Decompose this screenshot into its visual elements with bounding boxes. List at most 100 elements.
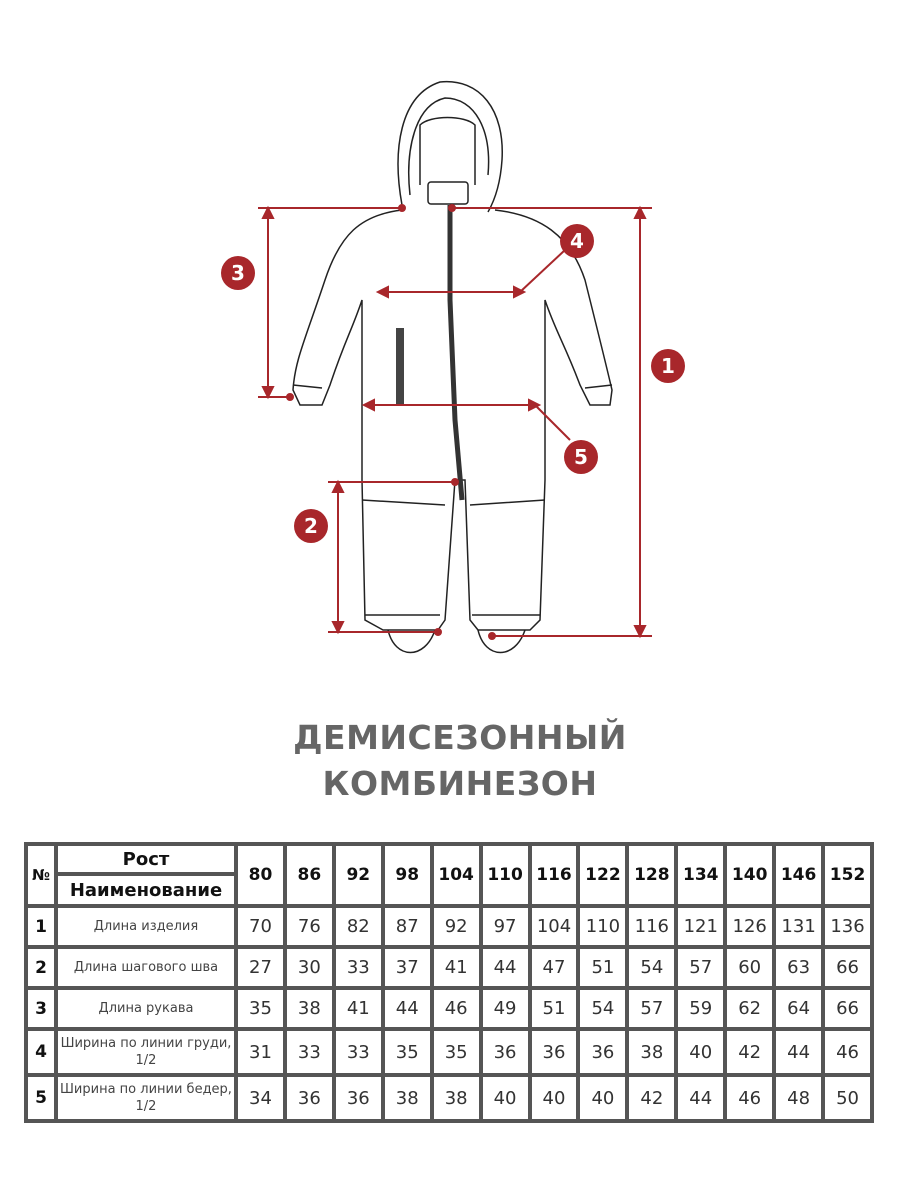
- size-header: 146: [776, 846, 822, 904]
- measurement-value: 34: [238, 1077, 283, 1119]
- measurement-value: 51: [580, 949, 626, 986]
- measurement-value: 36: [335, 1077, 381, 1119]
- no-header: №: [28, 846, 54, 904]
- size-header: 122: [580, 846, 626, 904]
- measurement-name: Длина изделия: [58, 908, 234, 945]
- size-header: 80: [238, 846, 283, 904]
- measurement-value: 40: [580, 1077, 626, 1119]
- measurement-name: Ширина по линии груди, 1/2: [58, 1031, 234, 1073]
- measurement-value: 63: [776, 949, 822, 986]
- row-number: 1: [28, 908, 54, 945]
- measurement-value: 121: [678, 908, 724, 945]
- measurement-value: 54: [629, 949, 675, 986]
- measurement-value: 70: [238, 908, 283, 945]
- coverall-outline: [292, 80, 613, 654]
- measurement-value: 54: [580, 990, 626, 1027]
- name-header: Наименование: [58, 876, 234, 904]
- measurement-lines: [258, 204, 652, 640]
- measurement-name: Длина шагового шва: [58, 949, 234, 986]
- size-header: 128: [629, 846, 675, 904]
- measurement-value: 51: [531, 990, 577, 1027]
- measurement-value: 92: [433, 908, 479, 945]
- measurement-value: 59: [678, 990, 724, 1027]
- measurement-value: 66: [825, 990, 870, 1027]
- size-header: 152: [825, 846, 870, 904]
- measurement-value: 42: [629, 1077, 675, 1119]
- size-table: № Рост 80 86 92 98 104 110 116 122 128 1…: [24, 842, 874, 1123]
- measurement-value: 131: [776, 908, 822, 945]
- size-header: 86: [286, 846, 332, 904]
- measurement-value: 57: [678, 949, 724, 986]
- measurement-value: 76: [286, 908, 332, 945]
- svg-text:3: 3: [231, 261, 245, 285]
- measurement-value: 36: [580, 1031, 626, 1073]
- size-header: 98: [384, 846, 430, 904]
- height-header: Рост: [58, 846, 234, 872]
- measurement-value: 35: [384, 1031, 430, 1073]
- measurement-value: 41: [433, 949, 479, 986]
- measurement-value: 82: [335, 908, 381, 945]
- measurement-value: 40: [531, 1077, 577, 1119]
- badge-3: 3: [221, 256, 255, 290]
- badge-2: 2: [294, 509, 328, 543]
- row-number: 2: [28, 949, 54, 986]
- row-number: 3: [28, 990, 54, 1027]
- svg-text:4: 4: [570, 229, 584, 253]
- measurement-value: 33: [335, 949, 381, 986]
- size-header: 110: [482, 846, 528, 904]
- size-header: 140: [727, 846, 773, 904]
- measurement-value: 33: [286, 1031, 332, 1073]
- size-header: 134: [678, 846, 724, 904]
- measurement-value: 126: [727, 908, 773, 945]
- measurement-value: 62: [727, 990, 773, 1027]
- measurement-value: 46: [825, 1031, 870, 1073]
- measurement-value: 36: [531, 1031, 577, 1073]
- measurement-value: 97: [482, 908, 528, 945]
- measurement-value: 47: [531, 949, 577, 986]
- pocket-zipper: [396, 328, 404, 406]
- title-line-1: ДЕМИСЕЗОННЫЙ: [293, 718, 627, 757]
- measurement-value: 36: [482, 1031, 528, 1073]
- measurement-value: 116: [629, 908, 675, 945]
- measurement-value: 40: [482, 1077, 528, 1119]
- measurement-name: Длина рукава: [58, 990, 234, 1027]
- measurement-value: 35: [238, 990, 283, 1027]
- measurement-value: 48: [776, 1077, 822, 1119]
- size-header: 116: [531, 846, 577, 904]
- measurement-value: 30: [286, 949, 332, 986]
- title-line-2: КОМБИНЕЗОН: [322, 764, 598, 803]
- measurement-value: 46: [727, 1077, 773, 1119]
- measurement-value: 38: [384, 1077, 430, 1119]
- measurement-value: 27: [238, 949, 283, 986]
- coverall-diagram: 1 2 3 4 5: [221, 80, 685, 654]
- measurement-value: 33: [335, 1031, 381, 1073]
- measurement-value: 44: [678, 1077, 724, 1119]
- measurement-value: 60: [727, 949, 773, 986]
- measurement-value: 136: [825, 908, 870, 945]
- badge-1: 1: [651, 349, 685, 383]
- measurement-value: 66: [825, 949, 870, 986]
- measurement-value: 40: [678, 1031, 724, 1073]
- row-number: 4: [28, 1031, 54, 1073]
- row-number: 5: [28, 1077, 54, 1119]
- measurement-value: 38: [286, 990, 332, 1027]
- zipper: [447, 205, 465, 501]
- measurement-value: 42: [727, 1031, 773, 1073]
- measurement-value: 57: [629, 990, 675, 1027]
- measurement-value: 44: [482, 949, 528, 986]
- measurement-value: 87: [384, 908, 430, 945]
- svg-text:5: 5: [574, 445, 588, 469]
- size-header: 92: [335, 846, 381, 904]
- measurement-value: 44: [384, 990, 430, 1027]
- measurement-value: 38: [433, 1077, 479, 1119]
- size-header: 104: [433, 846, 479, 904]
- svg-text:2: 2: [304, 514, 318, 538]
- measurement-value: 110: [580, 908, 626, 945]
- measurement-value: 35: [433, 1031, 479, 1073]
- measurement-value: 104: [531, 908, 577, 945]
- measurement-value: 50: [825, 1077, 870, 1119]
